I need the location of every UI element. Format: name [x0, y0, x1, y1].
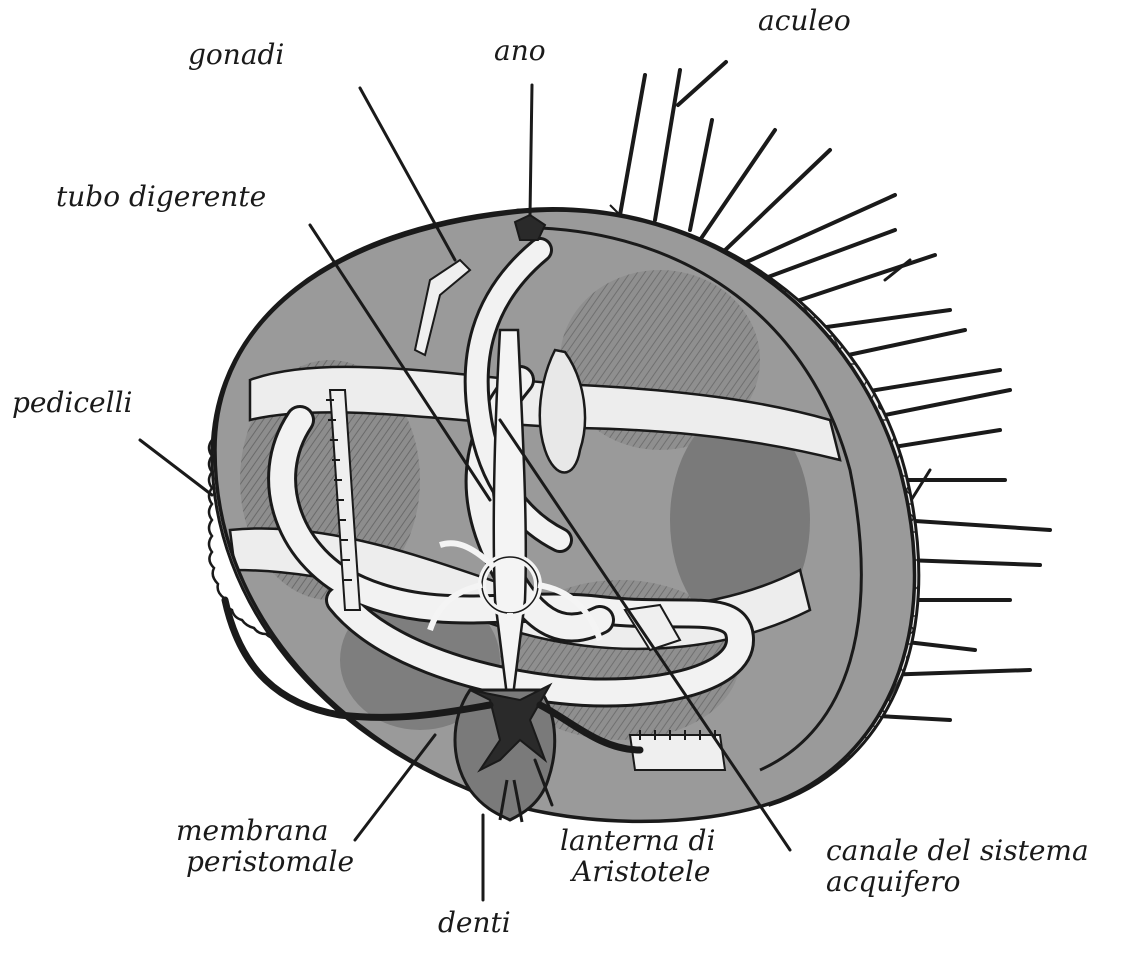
label-aculeo: aculeo	[758, 6, 851, 37]
label-membrana-peristomale: membrana peristomale	[176, 816, 354, 878]
label-membrana-line1: membrana	[176, 816, 354, 847]
label-ano: ano	[494, 36, 546, 67]
label-membrana-line2: peristomale	[186, 847, 354, 878]
label-canale-line2: acquifero	[826, 867, 1089, 898]
label-canale-line1: canale del sistema	[826, 836, 1089, 867]
label-lanterna-line1: lanterna di	[560, 826, 715, 857]
label-pedicelli: pedicelli	[12, 388, 133, 419]
label-canale-sistema-acquifero: canale del sistema acquifero	[826, 836, 1089, 898]
label-denti: denti	[438, 908, 511, 939]
label-lanterna-line2: Aristotele	[572, 857, 715, 888]
label-lanterna-di-aristotele: lanterna di Aristotele	[560, 826, 715, 888]
label-tubo-digerente: tubo digerente	[56, 182, 266, 213]
label-gonadi: gonadi	[188, 40, 284, 71]
